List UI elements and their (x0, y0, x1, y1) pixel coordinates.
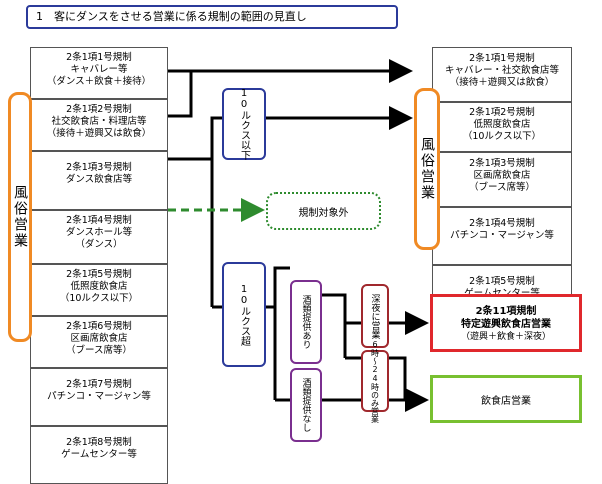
page-title: 1 客にダンスをさせる営業に係る規制の範囲の見直し (26, 5, 398, 29)
left-item-8: 2条1項8号規制ゲームセンター等 (30, 426, 168, 484)
lux-high-box: 10ルクス超 (222, 262, 266, 367)
connector-lines (168, 59, 429, 412)
right-item-3: 2条1項3号規制区画席飲食店（ブース席等） (432, 152, 572, 207)
special-title: 2条11項規制 (475, 306, 537, 317)
special-business-box: 2条11項規制 特定遊興飲食店営業 （遊興＋飲食＋深夜） (430, 294, 582, 352)
alcohol-no-box: 酒類提供なし (290, 368, 322, 442)
restaurant-box: 飲食店営業 (430, 375, 582, 423)
not-regulated-box: 規制対象外 (266, 192, 381, 230)
left-item-list: 2条1項1号規制キャバレー等（ダンス＋飲食＋接待） 2条1項2号規制社交飲食店・… (30, 47, 168, 484)
alcohol-yes-box: 酒類提供あり (290, 280, 322, 364)
right-item-1: 2条1項1号規制キャバレー・社交飲食店等（接待＋遊興又は飲食） (432, 47, 572, 102)
right-item-4: 2条1項4号規制パチンコ・マージャン等 (432, 207, 572, 265)
connector-high-yes (266, 266, 290, 309)
right-fuzoku-label: 風俗営業 (414, 88, 440, 250)
lux-low-box: 10ルクス以下 (222, 88, 266, 160)
connector-hours (389, 356, 407, 400)
left-item-5: 2条1項5号規制低照度飲食店（10ルクス以下） (30, 264, 168, 316)
left-item-1: 2条1項1号規制キャバレー等（ダンス＋飲食＋接待） (30, 47, 168, 99)
right-item-list: 2条1項1号規制キャバレー・社交飲食店等（接待＋遊興又は飲食） 2条1項2号規制… (432, 47, 572, 323)
right-item-2: 2条1項2号規制低照度飲食店（10ルクス以下） (432, 102, 572, 152)
left-fuzoku-label: 風俗営業 (8, 92, 32, 342)
left-item-3: 2条1項3号規制ダンス飲食店等 (30, 151, 168, 210)
connector-item2 (168, 71, 193, 118)
late-night-box: 深夜に営業 (361, 284, 389, 348)
special-name: 特定遊興飲食店営業 (461, 319, 551, 330)
left-item-6: 2条1項6号規制区画席飲食店（ブース席等） (30, 316, 168, 368)
left-item-4: 2条1項4号規制ダンスホール等（ダンス） (30, 210, 168, 264)
left-item-2: 2条1項2号規制社交飲食店・料理店等（接待＋遊興又は飲食） (30, 99, 168, 151)
hours-only-box: 6時〜24時のみ営業 (361, 340, 389, 423)
left-item-7: 2条1項7号規制パチンコ・マージャン等 (30, 368, 168, 426)
special-sub: （遊興＋飲食＋深夜） (460, 332, 551, 342)
connector-item3-low (168, 116, 223, 161)
connector-yes-late (322, 293, 361, 325)
